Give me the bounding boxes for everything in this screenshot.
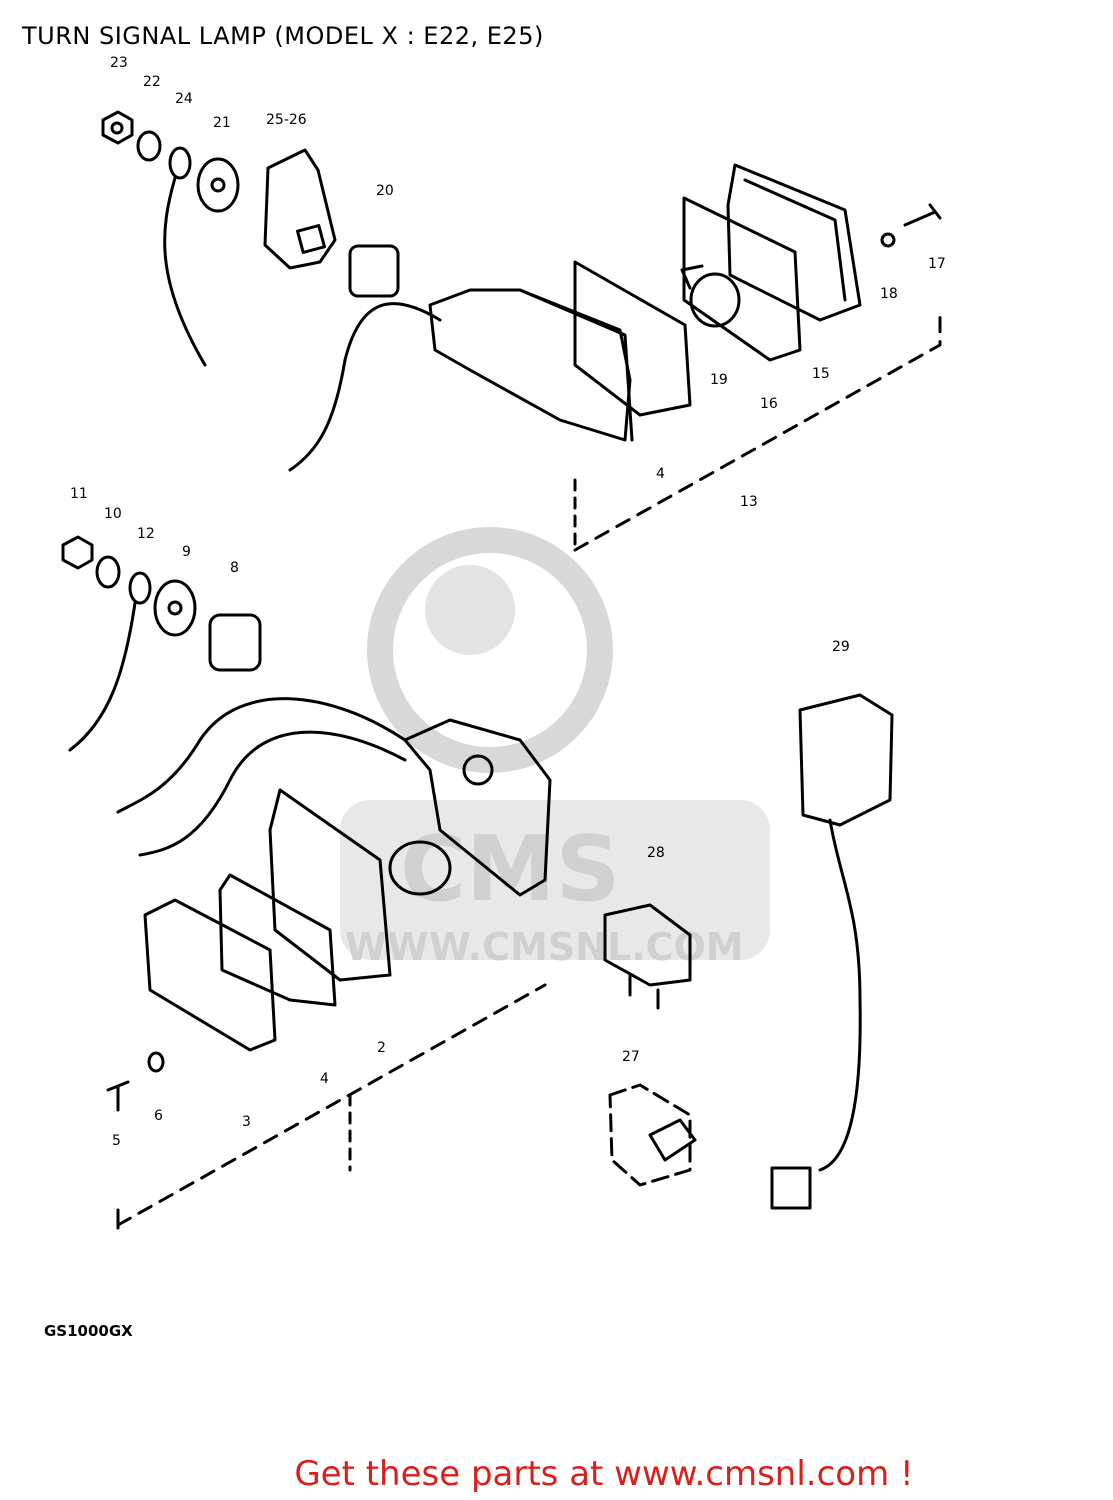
label-18: 18 <box>880 286 898 302</box>
lens-15 <box>726 163 862 322</box>
model-code: GS1000GX <box>44 1322 133 1340</box>
lamp-wire-bottom-1 <box>116 697 407 814</box>
washer-10 <box>95 555 121 589</box>
label-17: 17 <box>928 256 946 272</box>
label-23: 23 <box>110 55 128 71</box>
label-4-top: 4 <box>656 466 665 482</box>
watermark-brand: CMS <box>400 817 620 922</box>
label-8: 8 <box>230 560 239 576</box>
gasket-16 <box>682 196 802 362</box>
terminal-24 <box>168 146 192 180</box>
washer-6 <box>147 1051 165 1073</box>
relay-28 <box>603 903 692 987</box>
label-27: 27 <box>622 1049 640 1065</box>
label-20: 20 <box>376 183 394 199</box>
washer-9 <box>153 579 197 637</box>
washer-22 <box>136 130 162 162</box>
assembly-line-bottom <box>116 983 547 1227</box>
diagram-title: TURN SIGNAL LAMP (MODEL X : E22, E25) <box>22 22 544 50</box>
connector-29 <box>770 1166 812 1210</box>
bracket-25-26 <box>263 148 337 270</box>
label-4-bottom: 4 <box>320 1071 329 1087</box>
label-10: 10 <box>104 506 122 522</box>
label-24: 24 <box>175 91 193 107</box>
screw-5 <box>106 1080 130 1112</box>
label-6: 6 <box>154 1108 163 1124</box>
bulb-bottom <box>388 840 452 896</box>
label-16: 16 <box>760 396 778 412</box>
label-19: 19 <box>710 372 728 388</box>
label-9: 9 <box>182 544 191 560</box>
cta-banner[interactable]: Get these parts at www.cmsnl.com ! <box>0 1454 1113 1494</box>
assembly-line-13 <box>573 313 942 552</box>
ground-wire-bottom <box>68 601 137 752</box>
lamp-wire-bottom-2 <box>138 730 407 857</box>
label-12: 12 <box>137 526 155 542</box>
label-5: 5 <box>112 1133 121 1149</box>
gasket-2 <box>268 788 392 982</box>
watermark-url: WWW.CMSNL.COM <box>345 925 744 969</box>
label-28: 28 <box>647 845 665 861</box>
label-3: 3 <box>242 1114 251 1130</box>
label-11: 11 <box>70 486 88 502</box>
label-29: 29 <box>832 639 850 655</box>
washer-18 <box>880 232 896 248</box>
connector-27 <box>608 1083 692 1187</box>
part-number-labels: 23 22 24 21 25-26 20 17 18 15 16 19 4 13… <box>70 55 946 1149</box>
relay-29 <box>798 693 894 827</box>
label-13: 13 <box>740 494 758 510</box>
cta-link[interactable]: Get these parts at www.cmsnl.com ! <box>294 1454 914 1494</box>
grommet-8 <box>208 613 262 672</box>
label-15: 15 <box>812 366 830 382</box>
label-21: 21 <box>213 115 231 131</box>
lamp-housing-13 <box>428 288 632 442</box>
lamp-housing-bottom <box>403 718 552 897</box>
gasket-4-top <box>573 260 692 417</box>
lamp-wire-top <box>288 302 442 472</box>
label-2: 2 <box>377 1040 386 1056</box>
gasket-4-bottom <box>218 873 337 1007</box>
label-22: 22 <box>143 74 161 90</box>
terminal-12 <box>128 571 152 605</box>
washer-21 <box>196 157 240 213</box>
label-25-26: 25-26 <box>266 112 307 128</box>
grommet-20 <box>348 244 400 298</box>
screw-17 <box>903 203 942 227</box>
nut-11 <box>61 535 94 570</box>
bulb-19 <box>689 272 741 328</box>
cms-watermark-logo <box>340 527 770 960</box>
lens-3 <box>143 898 277 1052</box>
ground-wire-top <box>163 176 207 367</box>
relay-29-harness <box>818 818 862 1172</box>
nut-23 <box>101 110 134 145</box>
